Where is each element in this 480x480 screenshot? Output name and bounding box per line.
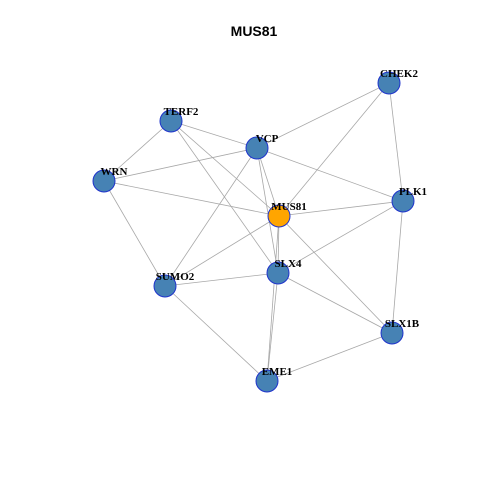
node-label-vcp: VCP bbox=[256, 133, 279, 145]
edge-vcp-chek2 bbox=[256, 82, 390, 149]
node-label-wrn: WRN bbox=[101, 166, 128, 178]
edge-terf2-mus81 bbox=[170, 120, 280, 217]
node-label-plk1: PLK1 bbox=[399, 186, 427, 198]
node-label-eme1: EME1 bbox=[262, 366, 293, 378]
node-plk1 bbox=[391, 189, 415, 213]
node-terf2 bbox=[159, 109, 183, 133]
edge-chek2-mus81 bbox=[278, 82, 390, 217]
edge-slx4-sumo2 bbox=[164, 272, 279, 287]
edge-layer bbox=[103, 82, 404, 382]
edge-mus81-eme1 bbox=[266, 215, 280, 382]
edge-vcp-slx4 bbox=[256, 147, 279, 274]
node-layer bbox=[92, 71, 415, 393]
node-label-sumo2: SUMO2 bbox=[156, 271, 195, 283]
edge-sumo2-eme1 bbox=[164, 285, 268, 382]
edge-slx4-slx1b bbox=[277, 272, 393, 334]
chart-title: MUS81 bbox=[231, 23, 278, 39]
node-label-terf2: TERF2 bbox=[164, 106, 199, 118]
edge-vcp-mus81 bbox=[256, 147, 280, 217]
node-chek2 bbox=[377, 71, 401, 95]
edge-chek2-plk1 bbox=[388, 82, 404, 202]
edge-mus81-sumo2 bbox=[164, 215, 280, 287]
edge-plk1-slx4 bbox=[277, 200, 404, 274]
edge-mus81-plk1 bbox=[278, 200, 404, 217]
edge-terf2-vcp bbox=[170, 120, 258, 149]
edge-vcp-wrn bbox=[103, 147, 258, 182]
node-label-mus81: MUS81 bbox=[271, 201, 306, 213]
node-sumo2 bbox=[153, 274, 177, 298]
edge-wrn-mus81 bbox=[103, 180, 280, 217]
node-mus81 bbox=[267, 204, 291, 228]
edge-vcp-sumo2 bbox=[164, 147, 258, 287]
edge-terf2-wrn bbox=[103, 120, 172, 182]
edge-slx1b-eme1 bbox=[266, 332, 393, 382]
node-label-chek2: CHEK2 bbox=[380, 68, 418, 80]
node-slx1b bbox=[380, 321, 404, 345]
node-vcp bbox=[245, 136, 269, 160]
node-slx4 bbox=[266, 261, 290, 285]
node-label-slx4: SLX4 bbox=[275, 258, 302, 270]
edge-plk1-slx1b bbox=[391, 200, 404, 334]
node-eme1 bbox=[255, 369, 279, 393]
edge-wrn-sumo2 bbox=[103, 180, 166, 287]
node-label-slx1b: SLX1B bbox=[385, 318, 420, 330]
node-wrn bbox=[92, 169, 116, 193]
edge-mus81-slx1b bbox=[278, 215, 393, 334]
edge-vcp-plk1 bbox=[256, 147, 404, 202]
edge-slx4-eme1 bbox=[266, 272, 279, 382]
